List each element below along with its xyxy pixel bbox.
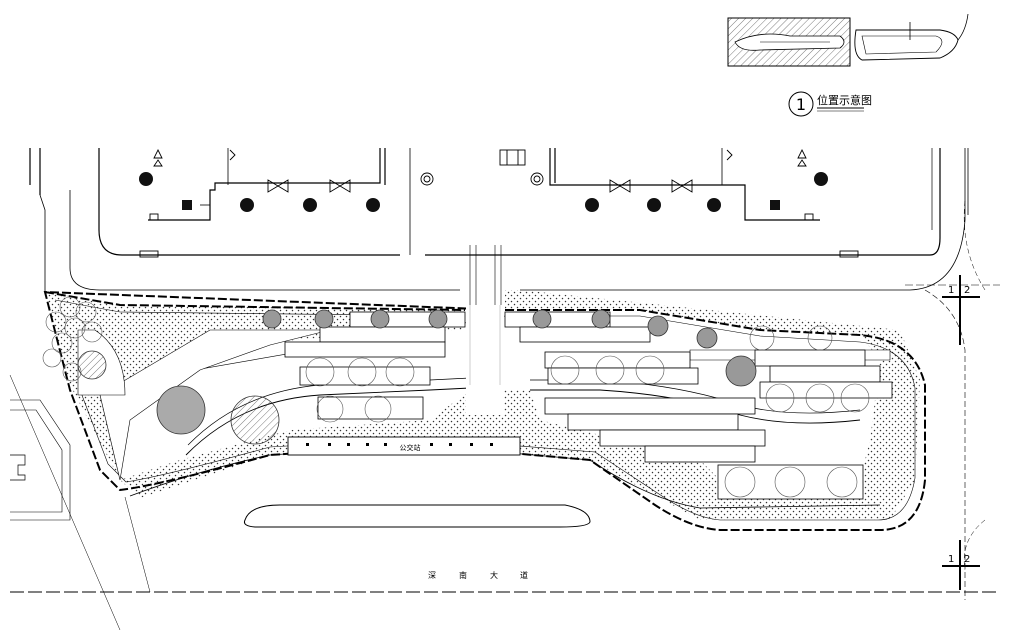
road-name-char-3: 大 bbox=[490, 570, 498, 580]
building-columns bbox=[139, 172, 828, 212]
road-name-char-2: 南 bbox=[459, 570, 467, 580]
road-lines bbox=[9, 199, 1000, 631]
trees-outline bbox=[42, 296, 870, 498]
location-thumbnail bbox=[727, 13, 969, 67]
terrace-steps bbox=[284, 311, 893, 500]
section-cut-bottom: 1 2 bbox=[942, 540, 980, 590]
road-name: 深 南 大 道 bbox=[428, 570, 528, 580]
section-mark-top-left: 1 bbox=[948, 285, 954, 296]
building-fixtures bbox=[139, 148, 859, 258]
section-cut-top: 1 2 bbox=[942, 275, 980, 345]
bus-stop: 公交站 bbox=[287, 436, 521, 456]
location-map-label: 1 位置示意图 bbox=[788, 91, 872, 117]
road-median bbox=[244, 504, 591, 528]
trees-feature bbox=[77, 309, 757, 445]
building-walls bbox=[29, 148, 969, 305]
section-mark-top-right: 2 bbox=[964, 285, 970, 296]
location-title: 位置示意图 bbox=[817, 93, 872, 107]
location-marker-circle bbox=[788, 91, 814, 117]
location-marker-number: 1 bbox=[796, 95, 806, 114]
road-name-char-4: 道 bbox=[520, 570, 528, 580]
section-mark-bottom-right: 2 bbox=[964, 554, 970, 565]
section-mark-bottom-left: 1 bbox=[948, 554, 954, 565]
bus-stop-label: 公交站 bbox=[400, 443, 421, 452]
road-name-char-1: 深 bbox=[428, 571, 436, 580]
